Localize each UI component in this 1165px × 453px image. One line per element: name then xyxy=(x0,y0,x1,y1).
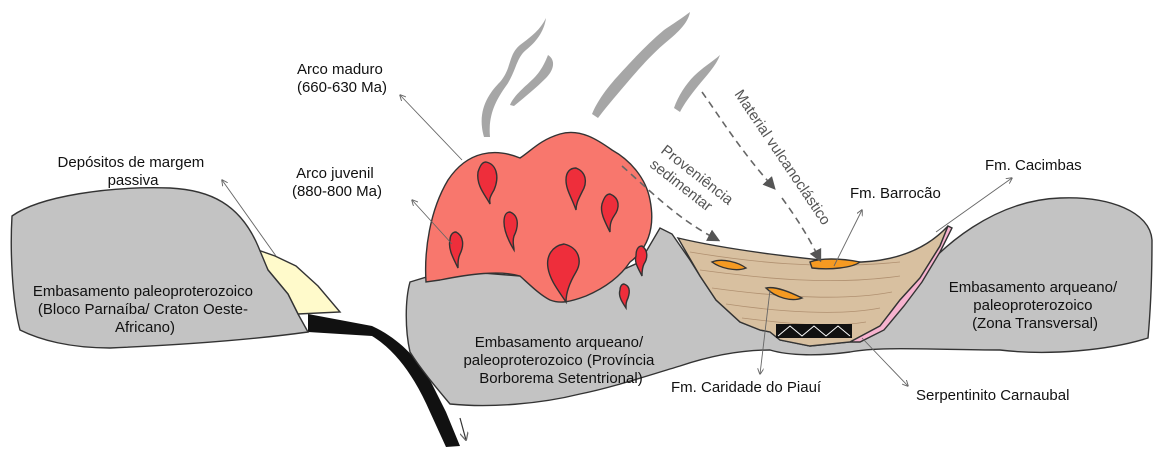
label-volcaniclastic: Material vulcanoclástico xyxy=(731,87,834,229)
label-fm-cacimbas: Fm. Cacimbas xyxy=(985,157,1082,174)
label-provenance: Proveniência sedimentar xyxy=(646,142,739,226)
smoke-plume-3 xyxy=(592,12,690,118)
label-passive-margin: Depósitos de margem passiva xyxy=(58,154,209,189)
label-fm-barrocao: Fm. Barrocão xyxy=(850,185,941,202)
smoke-plume-4 xyxy=(674,55,720,112)
label-basement-center: Embasamento arqueano/ paleoproterozoico … xyxy=(463,334,658,387)
volcanic-smoke xyxy=(482,12,720,137)
label-fm-caridade: Fm. Caridade do Piauí xyxy=(671,379,822,396)
label-juvenile-arc: Arco juvenil (880-800 Ma) xyxy=(292,165,382,200)
basin-base-structure xyxy=(776,324,852,338)
slab-motion-arrow xyxy=(460,418,466,440)
label-basement-east: Embasamento arqueano/ paleoproterozoico … xyxy=(949,279,1122,332)
label-mature-arc: Arco maduro (660-630 Ma) xyxy=(297,61,387,96)
label-serpentinito: Serpentinito Carnaubal xyxy=(916,387,1069,404)
